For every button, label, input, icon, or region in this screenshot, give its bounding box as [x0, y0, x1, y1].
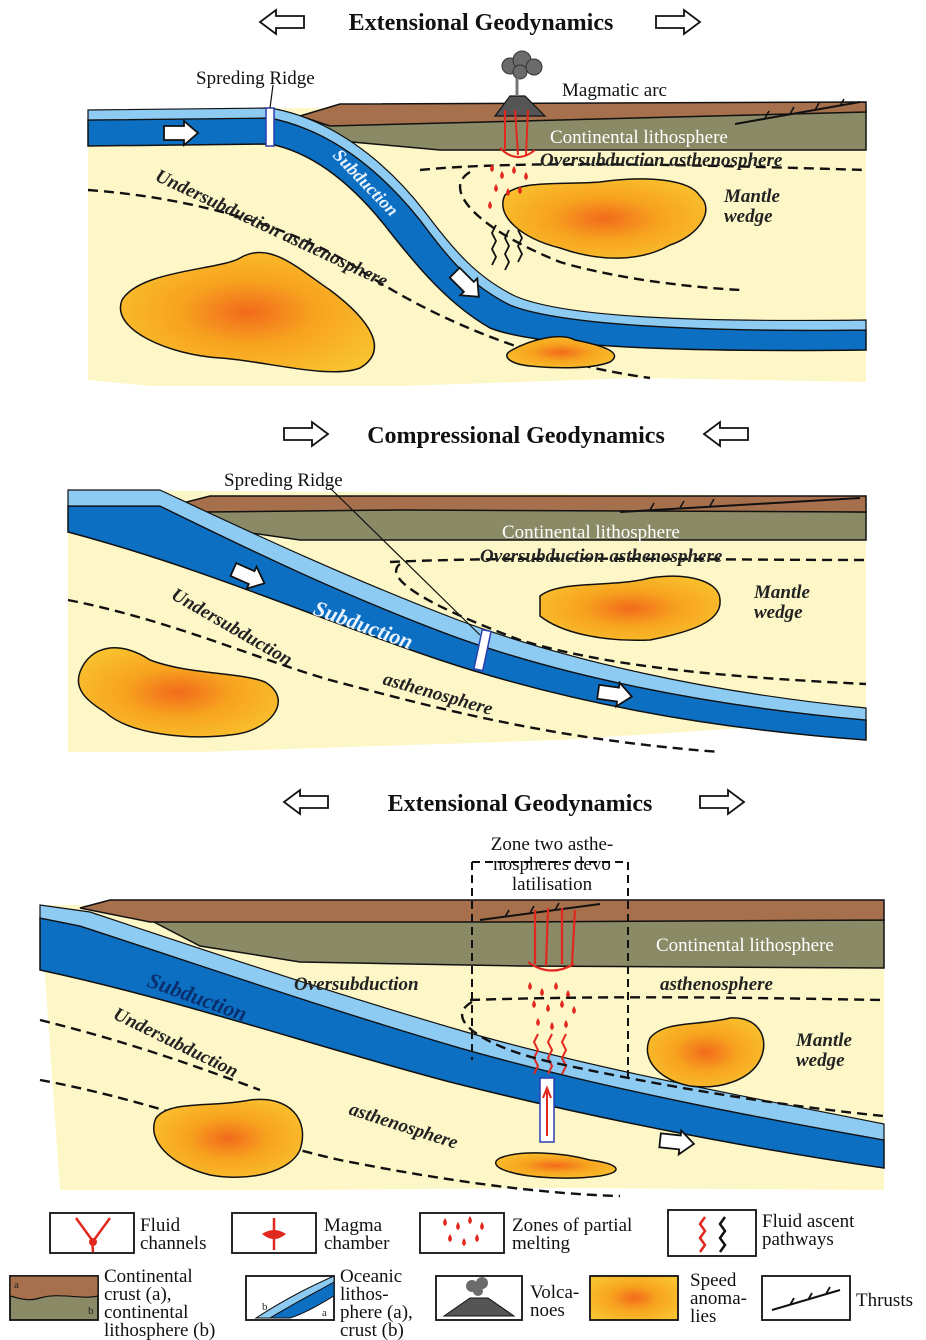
arrow-right-icon	[284, 422, 328, 446]
mantle-label: Mantle	[723, 186, 781, 207]
wedge-label: wedge	[754, 602, 803, 623]
svg-text:a: a	[14, 1279, 19, 1291]
speed-anomaly-icon	[590, 1276, 678, 1320]
svg-text:a: a	[322, 1307, 327, 1319]
zone-label-3: latilisation	[512, 874, 593, 895]
zone-label-2: nospheres devo	[493, 854, 611, 875]
continental-crust	[80, 900, 884, 922]
legend-item-speed-anomalies: Speed anoma- lies	[590, 1270, 747, 1327]
legend-item-thrusts: Thrusts	[762, 1276, 913, 1320]
continental-lithosphere-label: Continental lithosphere	[550, 127, 728, 148]
arrow-right-icon	[656, 10, 700, 34]
legend-item-oceanic: b a Oceanic lithos- phere (a), crust (b)	[246, 1266, 413, 1340]
svg-text:Thrusts: Thrusts	[856, 1290, 913, 1311]
ash-cloud-icon	[502, 51, 542, 79]
legend: Fluid channels Magma chamber Zones of pa…	[10, 1210, 913, 1340]
arrow-left-icon	[704, 422, 748, 446]
legend-item-magma-chamber: Magma chamber	[232, 1213, 390, 1254]
arrow-right-icon	[700, 790, 744, 814]
continental-lithosphere-label: Continental lithosphere	[656, 935, 834, 956]
mantle-label: Mantle	[753, 582, 811, 603]
zone-label-1: Zone two asthe-	[491, 834, 613, 855]
mantle-label: Mantle	[795, 1030, 853, 1051]
legend-item-continental: a b Continental crust (a), continental l…	[10, 1266, 215, 1340]
svg-text:melting: melting	[512, 1233, 571, 1254]
panel-title: Compressional Geodynamics	[367, 423, 665, 449]
panel-title: Extensional Geodynamics	[388, 791, 653, 817]
svg-text:b: b	[262, 1301, 268, 1313]
svg-text:channels: channels	[140, 1233, 206, 1254]
legend-item-volcanoes: Volca- noes	[436, 1276, 579, 1321]
legend-item-partial-melting: Zones of partial melting	[420, 1213, 632, 1254]
asthenosphere-right-label: asthenosphere	[660, 974, 774, 995]
continental-lithosphere-label: Continental lithosphere	[502, 522, 680, 543]
svg-text:b: b	[88, 1305, 94, 1317]
ridge-label: Spreding Ridge	[224, 470, 343, 491]
ridge-label: Spreding Ridge	[196, 68, 315, 89]
svg-text:chamber: chamber	[324, 1233, 390, 1254]
panel-title: Extensional Geodynamics	[349, 10, 614, 36]
svg-text:crust (b): crust (b)	[340, 1320, 404, 1340]
legend-item-fluid-ascent: Fluid ascent pathways	[668, 1210, 855, 1256]
arrow-left-icon	[260, 10, 304, 34]
oversubduction-label: Oversubduction asthenosphere	[480, 546, 723, 567]
magmatic-arc-label: Magmatic arc	[562, 80, 667, 101]
oversubduction-label: Oversubduction	[294, 974, 419, 995]
svg-text:noes: noes	[530, 1300, 565, 1321]
wedge-label: wedge	[724, 206, 773, 227]
arrow-left-icon	[284, 790, 328, 814]
oversubduction-label: Oversubduction asthenosphere	[540, 150, 783, 171]
panel-compressional: Compressional Geodynamics Spreding Ridge…	[68, 422, 866, 752]
svg-text:lithosphere (b): lithosphere (b)	[104, 1320, 215, 1340]
legend-item-fluid-channels: Fluid channels	[50, 1213, 206, 1254]
panel-extensional-top: Extensional Geodynamics Spreding Ridge	[88, 10, 866, 386]
panel-extensional-bottom: Extensional Geodynamics Zone two asthe- …	[40, 790, 884, 1196]
wedge-label: wedge	[796, 1050, 845, 1071]
spreading-ridge-icon	[266, 108, 274, 146]
svg-text:pathways: pathways	[762, 1229, 834, 1250]
svg-text:lies: lies	[690, 1306, 716, 1327]
